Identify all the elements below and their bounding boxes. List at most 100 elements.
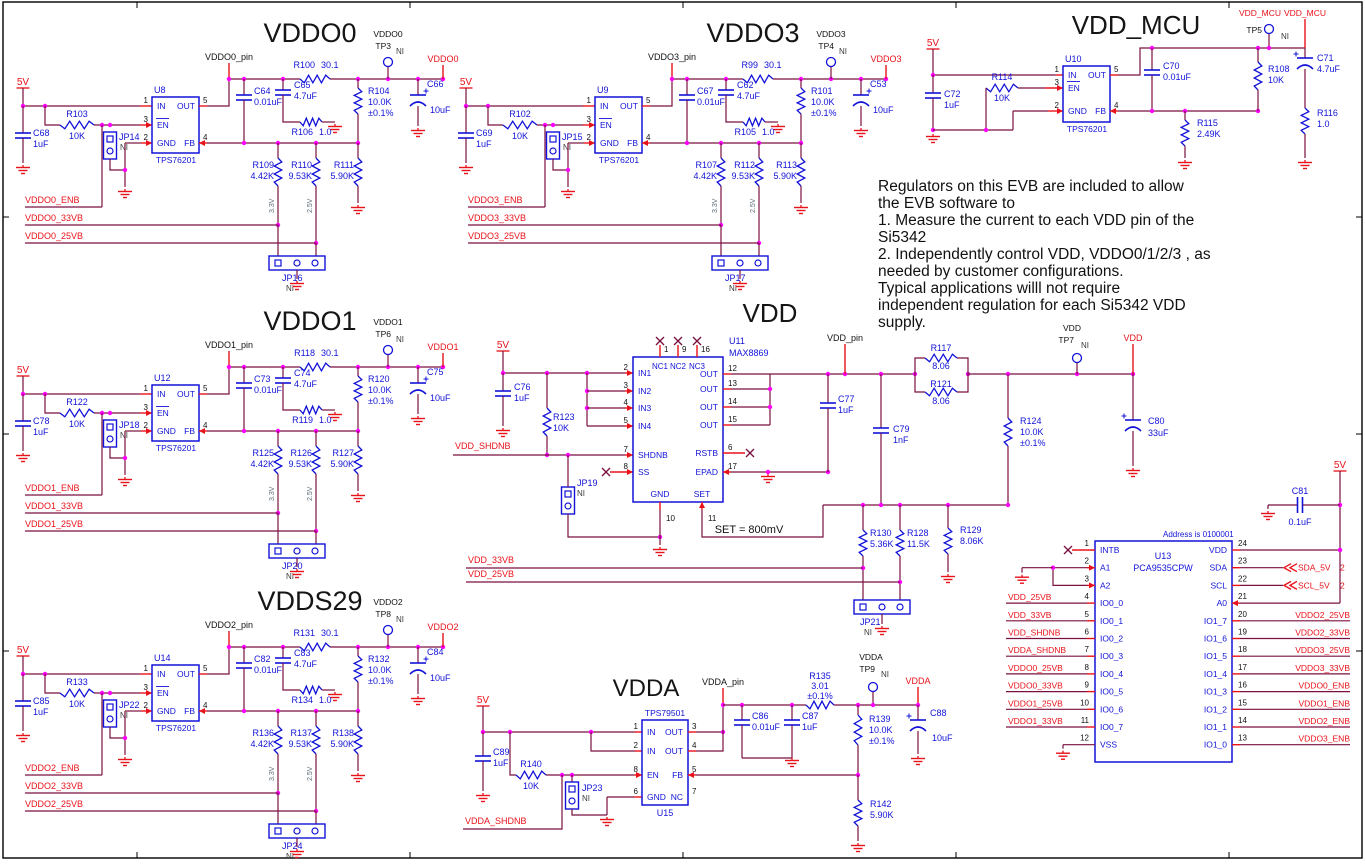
component-value: 2.49K	[1197, 129, 1221, 139]
pin-name: IO1_7	[1204, 616, 1227, 626]
pin-name: IO0_5	[1100, 687, 1123, 697]
pin-arrow-icon	[589, 140, 595, 146]
component-ref: R140	[520, 759, 542, 769]
component-ref: R117	[931, 343, 952, 353]
net-label: VDDO3_ENB	[1299, 734, 1351, 744]
pin-number: 4	[624, 398, 629, 407]
component-value: 10K	[512, 131, 528, 141]
nc-x-icon	[673, 336, 683, 346]
pin-name: IN	[647, 727, 656, 737]
junction-dot	[1266, 45, 1272, 51]
pin-number: 5	[203, 664, 208, 673]
junction-dot	[684, 140, 690, 146]
component-value: 10K	[553, 423, 569, 433]
pin-name: EN	[1068, 83, 1080, 93]
voltage-note: 2.5V	[307, 486, 314, 501]
junction-dot	[107, 690, 113, 696]
pin-number: 17	[1238, 663, 1247, 672]
testpoint-icon	[382, 56, 394, 68]
net-label: VDDO0_33VB	[25, 213, 83, 223]
block-title: VDDO1	[263, 306, 356, 336]
jumper-ref: JP21	[860, 617, 881, 627]
component-ref: U13	[1155, 551, 1172, 561]
testpoint-icon	[825, 56, 837, 68]
pin-number: 12	[728, 364, 737, 373]
jumper-icon	[549, 135, 557, 143]
ni-label: NI	[1281, 32, 1289, 41]
pin-number: 8	[624, 462, 629, 471]
pin-number: 12	[1080, 734, 1089, 743]
component-ref: R108	[1268, 64, 1290, 74]
jumper-ref: JP24	[282, 841, 303, 851]
wire	[502, 351, 625, 374]
resistor-icon	[352, 655, 364, 683]
component-ref: R110	[291, 160, 312, 170]
block-title: VDDS29	[257, 586, 362, 616]
pin-number: 2	[144, 421, 149, 430]
component-ref: R129	[960, 525, 982, 535]
net-label: VDDO0_33VB	[1008, 681, 1063, 691]
component-value: 4.42K	[250, 459, 274, 469]
pin-number: 6	[728, 443, 733, 452]
wire	[282, 95, 300, 123]
junction-dot	[870, 702, 876, 708]
pin-arrow-icon	[642, 140, 648, 146]
component-value: 10K	[69, 131, 85, 141]
pin-number: 4	[203, 133, 208, 142]
resistor-icon	[985, 82, 1019, 94]
testpoint-icon	[382, 624, 394, 636]
component-value: 10K	[523, 781, 539, 791]
resistor-icon	[924, 352, 958, 364]
resistor-icon	[299, 116, 323, 128]
pin-name: OUT	[620, 101, 638, 111]
pin-number: 22	[1238, 574, 1247, 583]
resistor-icon	[352, 87, 364, 115]
wire	[22, 88, 140, 107]
jumper-icon	[564, 490, 572, 498]
component-value: 8.06K	[960, 536, 984, 546]
pin-name: IO0_7	[1100, 722, 1123, 732]
power-5v-label: 5V	[497, 340, 510, 351]
component-value: 10.0K	[1020, 427, 1044, 437]
resistor-icon	[352, 375, 364, 403]
component-value: 30.1	[321, 628, 339, 638]
component-ref: R102	[509, 109, 531, 119]
note-line: Regulators on this EVB are included to a…	[878, 178, 1185, 195]
component-value: 3.01	[811, 681, 829, 691]
ni-label: NI	[286, 572, 294, 581]
pin-name: NC	[671, 792, 683, 802]
net-label: VDDO3_ENB	[468, 195, 523, 205]
net-label: VDD_33VB	[468, 555, 514, 565]
ic-box	[151, 384, 200, 442]
pin-number: 5	[203, 96, 208, 105]
ni-label: NI	[839, 47, 847, 56]
component-ref: R115	[1197, 118, 1218, 128]
pin-number: 7	[1085, 645, 1090, 654]
pin-name: FB	[184, 706, 195, 716]
resistor-icon	[502, 119, 538, 131]
component-tol: ±0.1%	[368, 676, 393, 686]
jumper-ref: JP23	[582, 783, 603, 793]
component-value: 5.90K	[773, 171, 797, 181]
component-value: 1uF	[33, 139, 49, 149]
pin-name: GND	[1068, 106, 1087, 116]
testpoint-ref: TP6	[375, 329, 391, 339]
resistor-icon	[310, 725, 322, 755]
resistor-icon	[753, 157, 765, 187]
component-ref: C70	[1163, 61, 1180, 71]
junction-dot	[226, 364, 232, 370]
component-tol: ±0.1%	[869, 736, 894, 746]
component-ref: C73	[254, 374, 271, 384]
component-value: 0.1uF	[1288, 517, 1312, 527]
pin-number: 3	[144, 403, 149, 412]
wire	[207, 79, 230, 107]
component-tol: ±0.1%	[807, 691, 832, 701]
component-part: PCA9535CPW	[1133, 563, 1193, 573]
pin-number: 11	[708, 514, 717, 523]
pin-name: RSTB	[695, 448, 718, 458]
capacitor-icon	[409, 669, 427, 675]
wire	[109, 159, 125, 171]
resistor-icon	[942, 527, 954, 555]
wire	[22, 376, 140, 395]
component-ref: C75	[427, 367, 444, 377]
